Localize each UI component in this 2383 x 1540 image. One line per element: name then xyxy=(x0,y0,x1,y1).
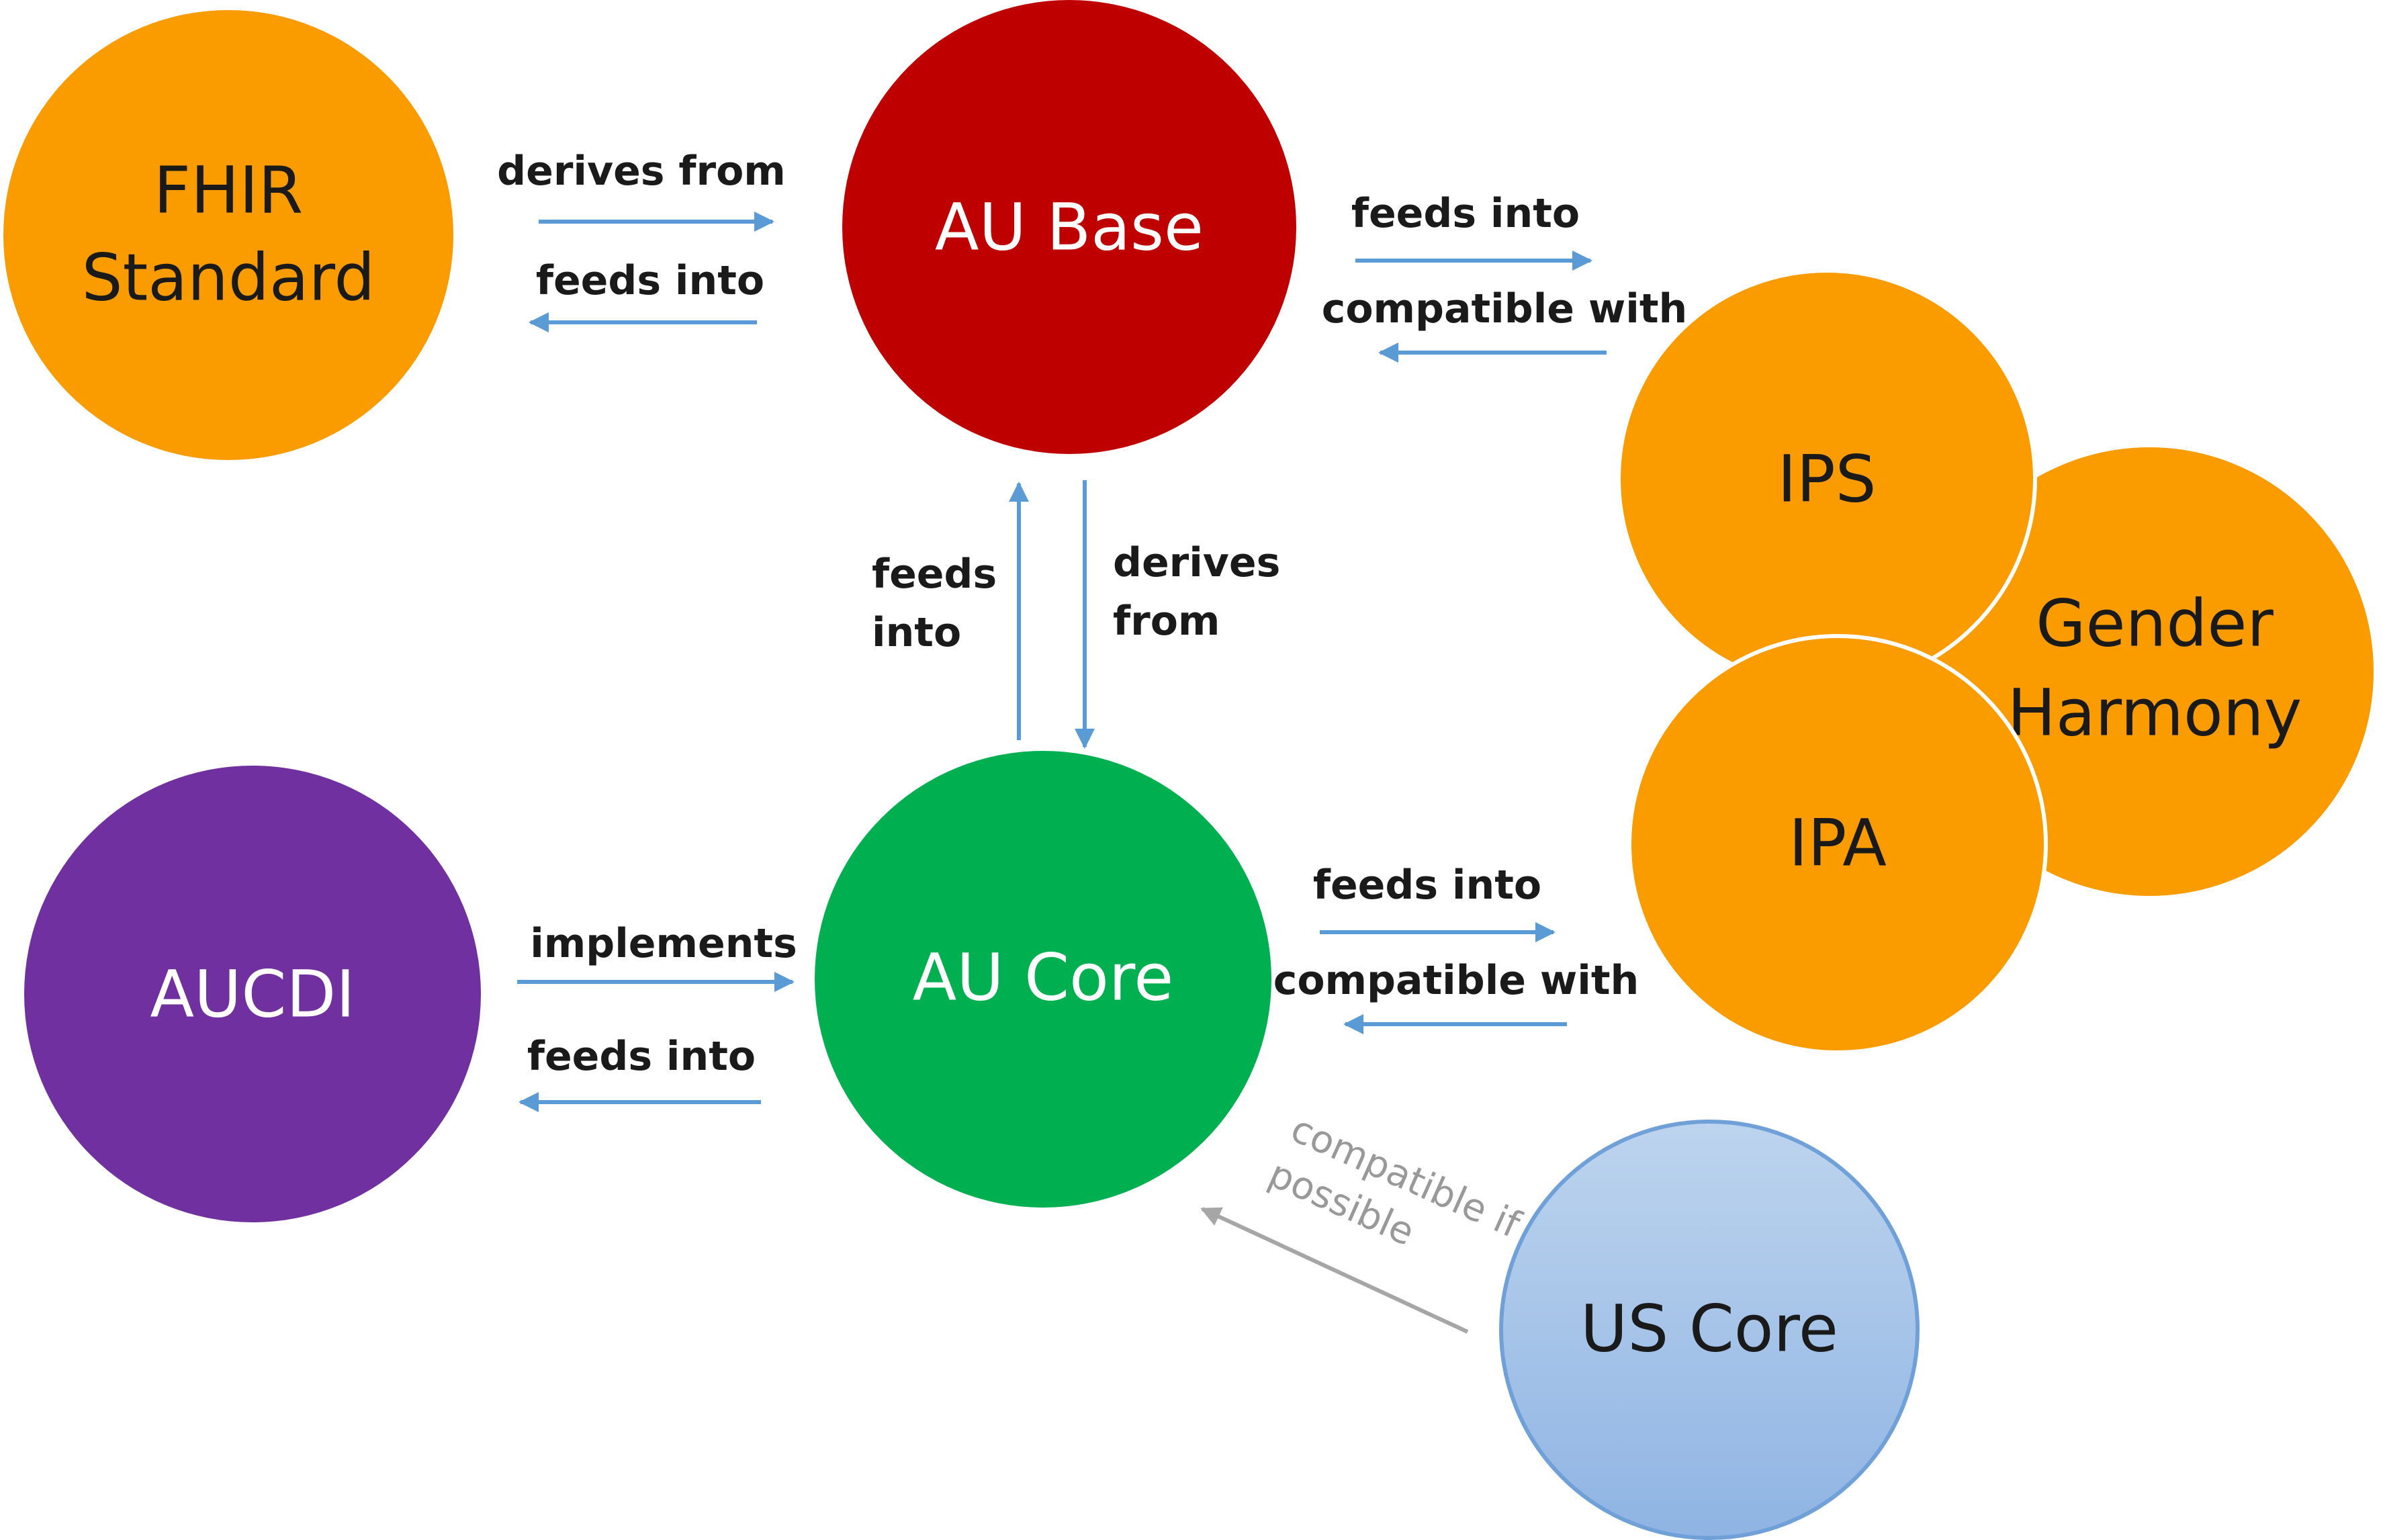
edge-label-compatible-with: compatible with xyxy=(1273,957,1639,1004)
node-fhir-standard: FHIR Standard xyxy=(3,10,453,460)
au-core-label: AU Core xyxy=(913,940,1174,1015)
fhir-standard-label-line1: FHIR xyxy=(154,152,303,228)
edge-au-base-ips-group: feeds into compatible with xyxy=(1322,190,1687,363)
au-core-circle xyxy=(815,751,1271,1208)
edge-label-implements: implements xyxy=(530,920,797,967)
node-aucdi: AUCDI xyxy=(24,766,481,1222)
aucdi-circle xyxy=(24,766,481,1222)
node-us-core: US Core xyxy=(1499,1120,1920,1540)
edge-label-into: into xyxy=(872,609,961,656)
ipa-circle xyxy=(1627,634,2048,1054)
node-au-core: AU Core xyxy=(815,751,1271,1208)
edge-au-core-au-base: feeds into derives from xyxy=(872,480,1280,749)
au-base-label: AU Base xyxy=(935,189,1204,265)
au-base-circle xyxy=(842,0,1296,454)
edge-aucdi-au-core: implements feeds into xyxy=(517,920,797,1112)
gender-harmony-label-line1: Gender xyxy=(2036,586,2274,661)
node-au-base: AU Base xyxy=(842,0,1296,454)
edge-label-feeds-into: feeds into xyxy=(1351,190,1580,237)
aucdi-label: AUCDI xyxy=(150,956,355,1032)
fhir-standard-circle xyxy=(3,10,453,460)
edge-label-derives-from: derives from xyxy=(497,148,786,195)
edge-label-feeds: feeds xyxy=(872,551,997,598)
node-ips: IPS xyxy=(1617,269,2037,689)
arrow-diagonal xyxy=(1200,1207,1469,1334)
us-core-circle xyxy=(1499,1120,1920,1540)
edge-au-core-ipa-group: feeds into compatible with xyxy=(1273,862,1639,1034)
edge-label-compatible-with: compatible with xyxy=(1322,285,1687,332)
edge-label-from: from xyxy=(1113,598,1220,645)
edge-label-feeds-into: feeds into xyxy=(527,1033,756,1080)
node-ipa: IPA xyxy=(1627,634,2048,1054)
ipa-label: IPA xyxy=(1789,805,1887,880)
us-core-label: US Core xyxy=(1580,1291,1838,1366)
edge-fhir-au-base: derives from feeds into xyxy=(497,148,786,332)
ips-label: IPS xyxy=(1777,441,1876,516)
edge-label-feeds-into: feeds into xyxy=(536,257,764,304)
edge-label-derives: derives xyxy=(1113,539,1280,586)
gender-harmony-label-line2: Harmony xyxy=(2008,675,2302,750)
edge-label-feeds-into: feeds into xyxy=(1313,862,1541,909)
edge-us-core-au-core: compatible if possible xyxy=(1200,1107,1527,1334)
fhir-standard-label-line2: Standard xyxy=(82,240,375,315)
